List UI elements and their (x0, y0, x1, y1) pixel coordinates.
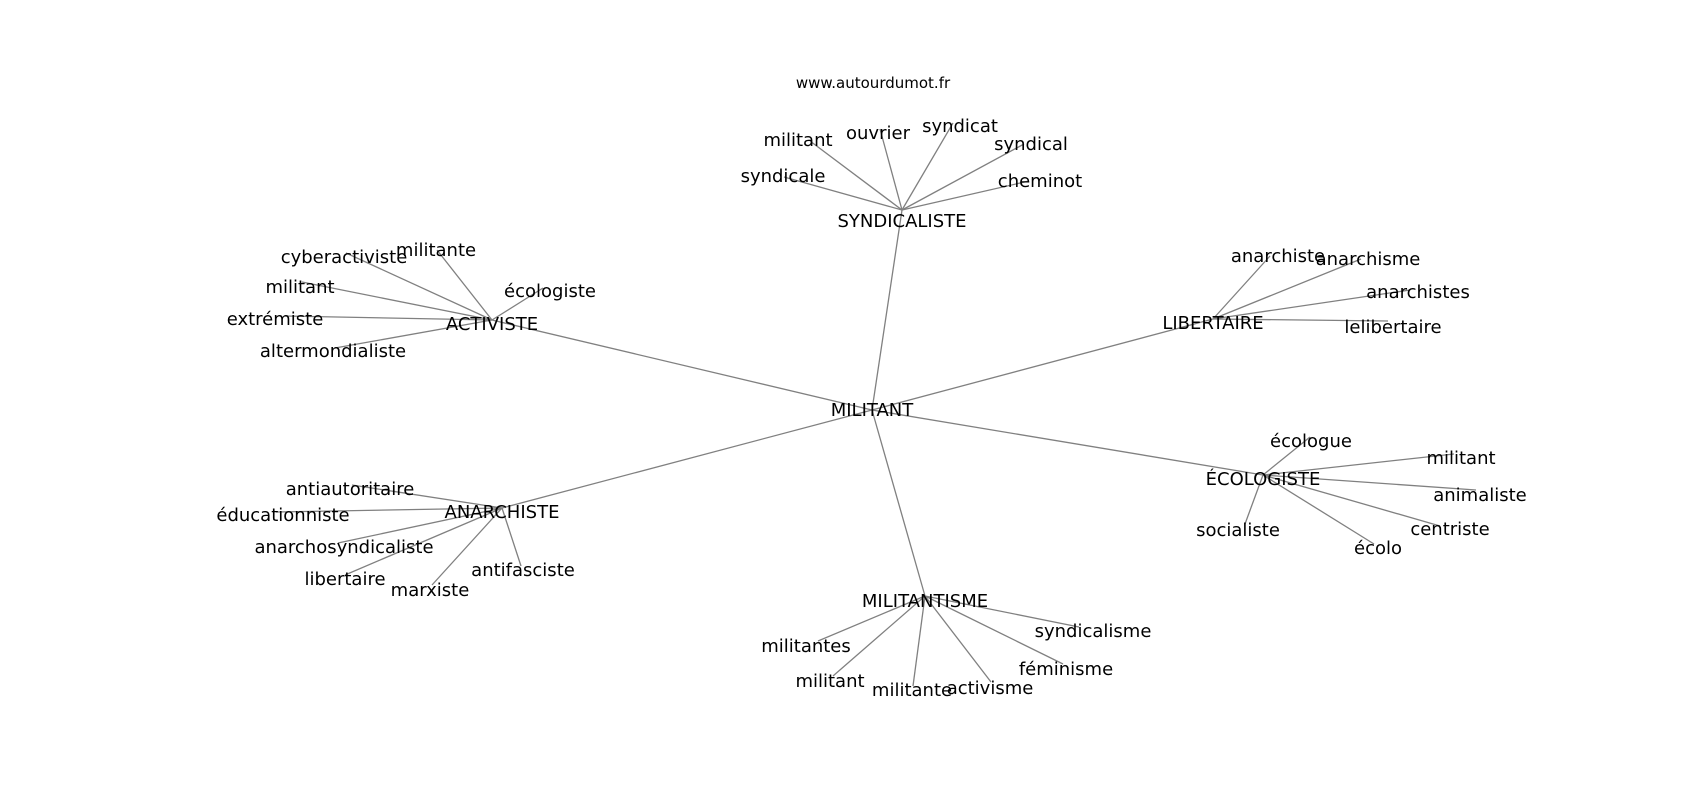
leaf-node-ecologiste-4: centriste (1410, 519, 1489, 540)
leaf-node-anarchiste-3: anarchosyndicaliste (254, 537, 433, 558)
edge-activiste-3 (491, 287, 544, 321)
edge-root-libertaire (871, 318, 1214, 411)
leaf-node-syndicaliste-6: cheminot (998, 171, 1082, 192)
leaf-node-libertaire-3: anarchistes (1366, 282, 1470, 303)
leaf-node-syndicaliste-4: syndical (994, 134, 1068, 155)
leaf-node-anarchiste-1: antiautoritaire (286, 479, 415, 500)
edge-syndicaliste-3 (901, 122, 954, 211)
leaf-node-activiste-3: écologiste (504, 281, 596, 302)
leaf-node-syndicaliste-2: ouvrier (846, 123, 911, 144)
hub-node-anarchiste: ANARCHISTE (445, 502, 560, 523)
leaf-node-syndicaliste-1: militant (763, 130, 832, 151)
edge-libertaire-4 (1212, 318, 1389, 322)
leaf-node-anarchiste-6: antifasciste (471, 560, 575, 581)
edge-root-militantisme (871, 409, 926, 597)
edge-anarchiste-4 (344, 507, 503, 576)
edge-libertaire-2 (1212, 258, 1362, 320)
root-node-label: MILITANT (831, 400, 915, 421)
leaf-node-anarchiste-5: marxiste (391, 580, 470, 601)
hub-node-libertaire: LIBERTAIRE (1162, 313, 1263, 334)
hub-node-activiste: ACTIVISTE (446, 314, 538, 335)
edge-root-ecologiste (871, 409, 1264, 476)
edge-activiste-6 (334, 319, 493, 349)
edge-anarchiste-2 (275, 507, 503, 513)
leaf-node-activiste-5: extrémiste (227, 309, 324, 330)
edge-syndicaliste-6 (901, 180, 1030, 211)
edge-anarchiste-5 (431, 507, 503, 586)
edge-ecologiste-6 (1244, 474, 1264, 525)
leaf-node-anarchiste-2: éducationniste (216, 505, 349, 526)
edge-militantisme-3 (912, 595, 926, 687)
leaf-node-syndicaliste-5: syndicale (741, 166, 826, 187)
edge-militantisme-1 (817, 595, 926, 642)
labels-layer: www.autourdumot.fr MILITANT SYNDICALISTE m… (216, 74, 1526, 701)
leaf-node-militantisme-4: activisme (947, 678, 1034, 699)
leaf-node-ecologiste-5: écolo (1354, 538, 1402, 559)
leaf-node-activiste-1: cyberactiviste (281, 247, 408, 268)
leaf-node-libertaire-1: anarchiste (1231, 246, 1325, 267)
edge-anarchiste-1 (351, 484, 503, 509)
edge-libertaire-3 (1212, 289, 1411, 320)
leaf-node-militantisme-1: militantes (761, 636, 851, 657)
leaf-node-activiste-2: militante (396, 240, 476, 261)
hub-node-ecologiste: ÉCOLOGISTE (1206, 468, 1321, 490)
edge-syndicaliste-4 (901, 143, 1025, 211)
edge-militantisme-4 (924, 595, 992, 683)
hub-node-militantisme: MILITANTISME (862, 591, 988, 612)
edge-activiste-5 (284, 315, 493, 321)
leaf-node-syndicaliste-3: syndicat (922, 116, 998, 137)
edge-syndicaliste-2 (879, 128, 903, 211)
leaf-node-libertaire-4: lelibertaire (1344, 317, 1441, 338)
edge-ecologiste-1 (1262, 436, 1311, 476)
edge-activiste-2 (436, 249, 493, 321)
edge-militantisme-5 (924, 595, 1064, 665)
edge-anarchiste-6 (501, 507, 522, 567)
leaf-node-libertaire-2: anarchisme (1316, 249, 1421, 270)
edge-ecologiste-4 (1262, 474, 1441, 527)
edge-militantisme-2 (832, 595, 926, 677)
edge-libertaire-1 (1212, 255, 1271, 320)
edges-layer (275, 122, 1477, 687)
edge-syndicaliste-1 (809, 140, 903, 211)
edge-root-activiste (491, 319, 873, 411)
hub-node-syndicaliste: SYNDICALISTE (837, 211, 966, 232)
leaf-node-militantisme-3: militante (872, 680, 952, 701)
leaf-node-ecologiste-6: socialiste (1196, 520, 1280, 541)
leaf-node-militantisme-6: syndicalisme (1035, 621, 1152, 642)
leaf-node-ecologiste-1: écologue (1270, 431, 1352, 452)
edge-activiste-1 (345, 252, 493, 321)
leaf-node-activiste-4: militant (265, 277, 334, 298)
edge-activiste-4 (301, 281, 493, 321)
edge-ecologiste-2 (1262, 453, 1455, 476)
edge-ecologiste-5 (1262, 474, 1375, 545)
leaf-node-ecologiste-3: animaliste (1433, 485, 1527, 506)
leaf-node-anarchiste-4: libertaire (304, 569, 385, 590)
edge-syndicaliste-5 (783, 176, 903, 211)
leaf-node-ecologiste-2: militant (1426, 448, 1495, 469)
edge-anarchiste-3 (337, 507, 503, 544)
leaf-node-militantisme-2: militant (795, 671, 864, 692)
source-watermark: www.autourdumot.fr (796, 74, 951, 92)
edge-root-syndicaliste (871, 209, 903, 411)
edge-militantisme-6 (924, 595, 1080, 628)
leaf-node-militantisme-5: féminisme (1019, 659, 1113, 680)
edge-ecologiste-3 (1262, 474, 1477, 491)
edge-root-anarchiste (501, 409, 873, 509)
leaf-node-activiste-6: altermondialiste (260, 341, 406, 362)
